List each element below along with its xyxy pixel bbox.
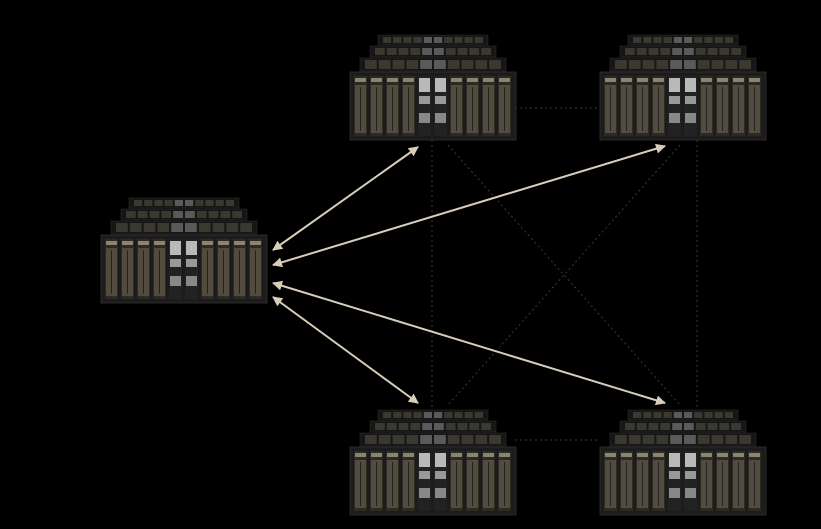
arrow-to-bottom-left <box>272 296 419 404</box>
arrow-to-top-right <box>272 143 666 268</box>
server-bottom-right <box>599 409 767 516</box>
server-bottom-left <box>349 409 517 516</box>
server-left <box>100 197 268 304</box>
arrow-to-bottom-right <box>272 280 666 406</box>
arrow-to-top-left <box>272 146 419 251</box>
server-top-right <box>599 34 767 141</box>
server-top-left <box>349 34 517 141</box>
